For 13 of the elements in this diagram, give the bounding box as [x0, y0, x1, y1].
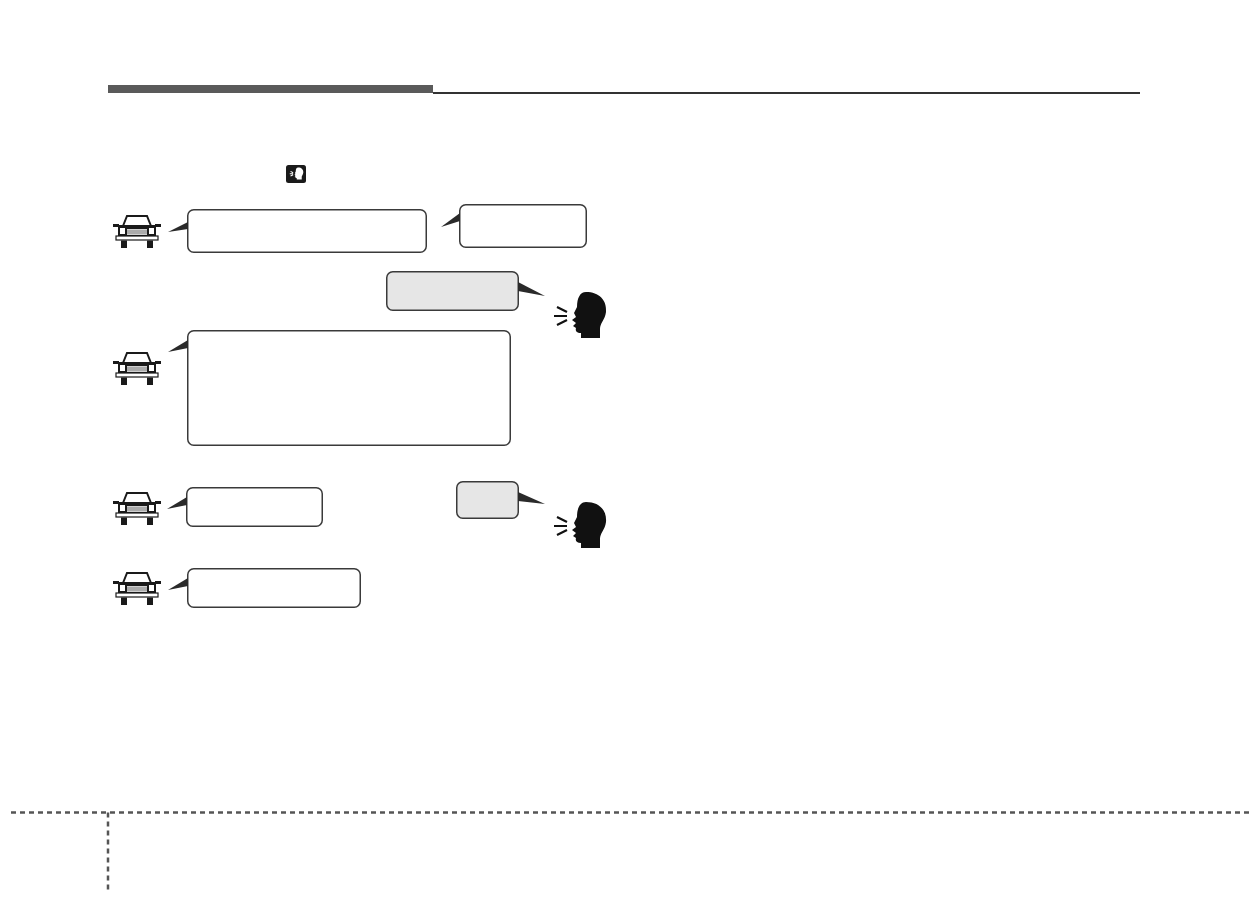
car-icon: [113, 571, 161, 605]
speech-bubble: [441, 204, 587, 248]
speech-bubble: [167, 487, 323, 527]
speech-bubble: [168, 330, 511, 446]
car-icon: [113, 214, 161, 248]
car-icon: [113, 491, 161, 525]
speech-bubble: [456, 481, 545, 519]
speaking-person-icon: [553, 292, 607, 338]
speaking-person-icon: [553, 502, 607, 548]
car-icon: [113, 351, 161, 385]
speech-bubble: [168, 568, 361, 608]
speech-bubble: [386, 271, 545, 311]
speech-bubble: [168, 209, 427, 253]
